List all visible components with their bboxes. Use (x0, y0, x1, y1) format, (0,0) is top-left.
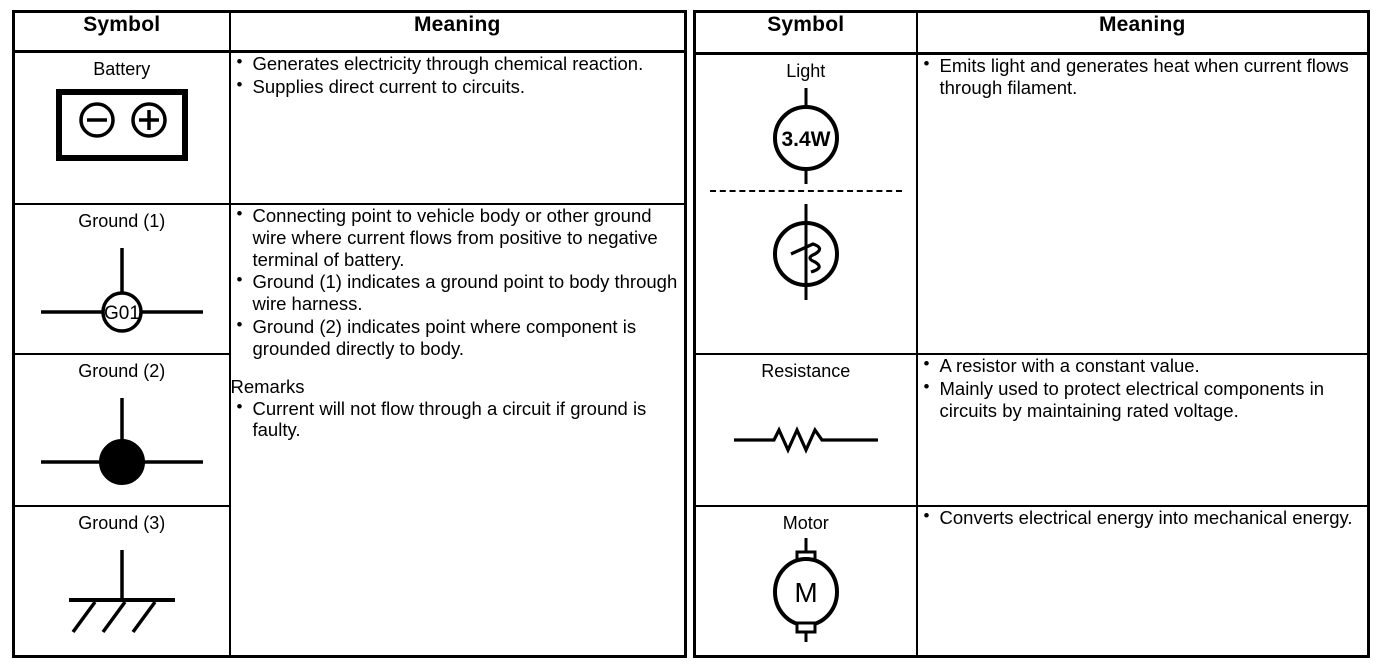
symbol-label-resistance: Resistance (761, 361, 851, 381)
column-header-meaning: Meaning (228, 10, 687, 53)
resistor-icon (696, 418, 916, 458)
symbol-divider-dashed (710, 189, 902, 192)
table-row: Motor M Converts elect (693, 505, 1370, 658)
symbol-label-light: Light (786, 61, 826, 81)
bullet-list: Connecting point to vehicle body or othe… (231, 204, 685, 360)
column-header-meaning: Meaning (915, 10, 1370, 55)
symbol-cell-resistance: Resistance (693, 353, 918, 507)
table-row: Battery Generates ele (12, 50, 687, 205)
chassis-ground-icon (15, 536, 229, 640)
symbol-cell-ground-2: Ground (2) (12, 353, 231, 507)
list-item: Current will not flow through a circuit … (237, 397, 685, 442)
list-item: Connecting point to vehicle body or othe… (237, 204, 685, 270)
meaning-cell-light: Emits light and generates heat when curr… (915, 52, 1370, 355)
svg-text:M: M (794, 577, 817, 608)
symbol-cell-ground-1: Ground (1) G01 (12, 203, 231, 355)
meaning-cell-motor: Converts electrical energy into mechanic… (915, 505, 1370, 658)
table-row: Ground (2) (12, 353, 686, 507)
left-symbol-table: Symbol Meaning Battery (12, 10, 687, 658)
bullet-list: Emits light and generates heat when curr… (918, 54, 1368, 99)
remarks-bullet-list: Current will not flow through a circuit … (231, 397, 685, 442)
meaning-cell-battery: Generates electricity through chemical r… (228, 50, 687, 205)
meaning-cell-resistance: A resistor with a constant value. Mainly… (915, 353, 1370, 507)
list-item: Converts electrical energy into mechanic… (924, 506, 1368, 529)
list-item: A resistor with a constant value. (924, 354, 1368, 377)
symbol-label-battery: Battery (93, 59, 151, 79)
table-header-row: Symbol Meaning (12, 10, 687, 53)
svg-text:3.4W: 3.4W (781, 128, 830, 151)
remarks-heading: Remarks (230, 375, 305, 397)
bullet-list: Generates electricity through chemical r… (231, 52, 685, 98)
table-row: Resistance A resistor with a constant va… (693, 353, 1370, 507)
bullet-list: Converts electrical energy into mechanic… (918, 506, 1368, 529)
meaning-cell-ground: Connecting point to vehicle body or othe… (228, 203, 687, 658)
symbol-cell-ground-3: Ground (3) (12, 505, 231, 658)
ground-circle-icon: G01 (15, 234, 229, 336)
symbol-label-ground-3: Ground (3) (78, 513, 166, 533)
list-item: Emits light and generates heat when curr… (924, 54, 1368, 99)
table-header-row: Symbol Meaning (693, 10, 1370, 55)
list-item: Ground (2) indicates point where compone… (237, 315, 685, 360)
svg-text:G01: G01 (104, 303, 140, 324)
column-header-symbol: Symbol (693, 10, 918, 55)
right-symbol-table: Symbol Meaning Light 3.4W (693, 10, 1370, 658)
column-header-symbol: Symbol (12, 10, 231, 53)
list-item: Generates electricity through chemical r… (237, 52, 685, 75)
table-row: Light 3.4W (693, 52, 1370, 355)
symbol-label-ground-2: Ground (2) (78, 361, 166, 381)
lamp-icon: 3.4W (696, 84, 916, 188)
battery-icon (15, 82, 229, 168)
symbol-label-ground-1: Ground (1) (78, 211, 166, 231)
list-item: Ground (1) indicates a ground point to b… (237, 270, 685, 315)
motor-icon: M (696, 536, 916, 644)
symbol-cell-battery: Battery (12, 50, 231, 205)
filament-lamp-icon (696, 198, 916, 306)
symbol-cell-light: Light 3.4W (693, 52, 918, 355)
list-item: Mainly used to protect electrical compon… (924, 377, 1368, 422)
bullet-list: A resistor with a constant value. Mainly… (918, 354, 1368, 422)
list-item: Supplies direct current to circuits. (237, 75, 685, 98)
table-row: Ground (1) G01 Connecting point to vehic… (12, 203, 687, 658)
symbol-label-motor: Motor (782, 513, 829, 533)
ground-dot-icon (15, 384, 229, 486)
table-row: Ground (3) (12, 505, 686, 658)
symbol-cell-motor: Motor M (693, 505, 918, 658)
